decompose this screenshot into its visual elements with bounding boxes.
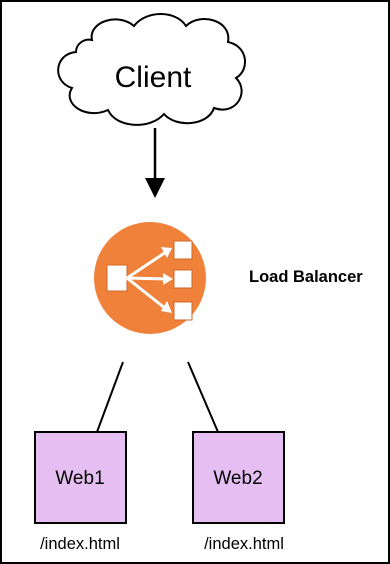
client-to-lb-arrow (145, 128, 165, 198)
client-label: Client (115, 61, 192, 94)
lb-to-web1-line (96, 361, 124, 433)
cloud-shape (57, 13, 246, 126)
lb-to-web2-line (187, 361, 219, 433)
server-node-web1: Web1 /index.html (34, 431, 127, 553)
server-node-web2: Web2 /index.html (192, 431, 285, 553)
server-label: Web1 (55, 468, 104, 489)
server-label: Web2 (213, 468, 262, 489)
load-balancer-label: Load Balancer (249, 268, 363, 286)
server-path: /index.html (204, 535, 284, 553)
server-box (192, 431, 285, 524)
load-balancer-node: Load Balancer (94, 222, 363, 334)
client-node: Client (57, 13, 246, 126)
server-box (34, 431, 127, 524)
server-path: /index.html (40, 535, 120, 553)
